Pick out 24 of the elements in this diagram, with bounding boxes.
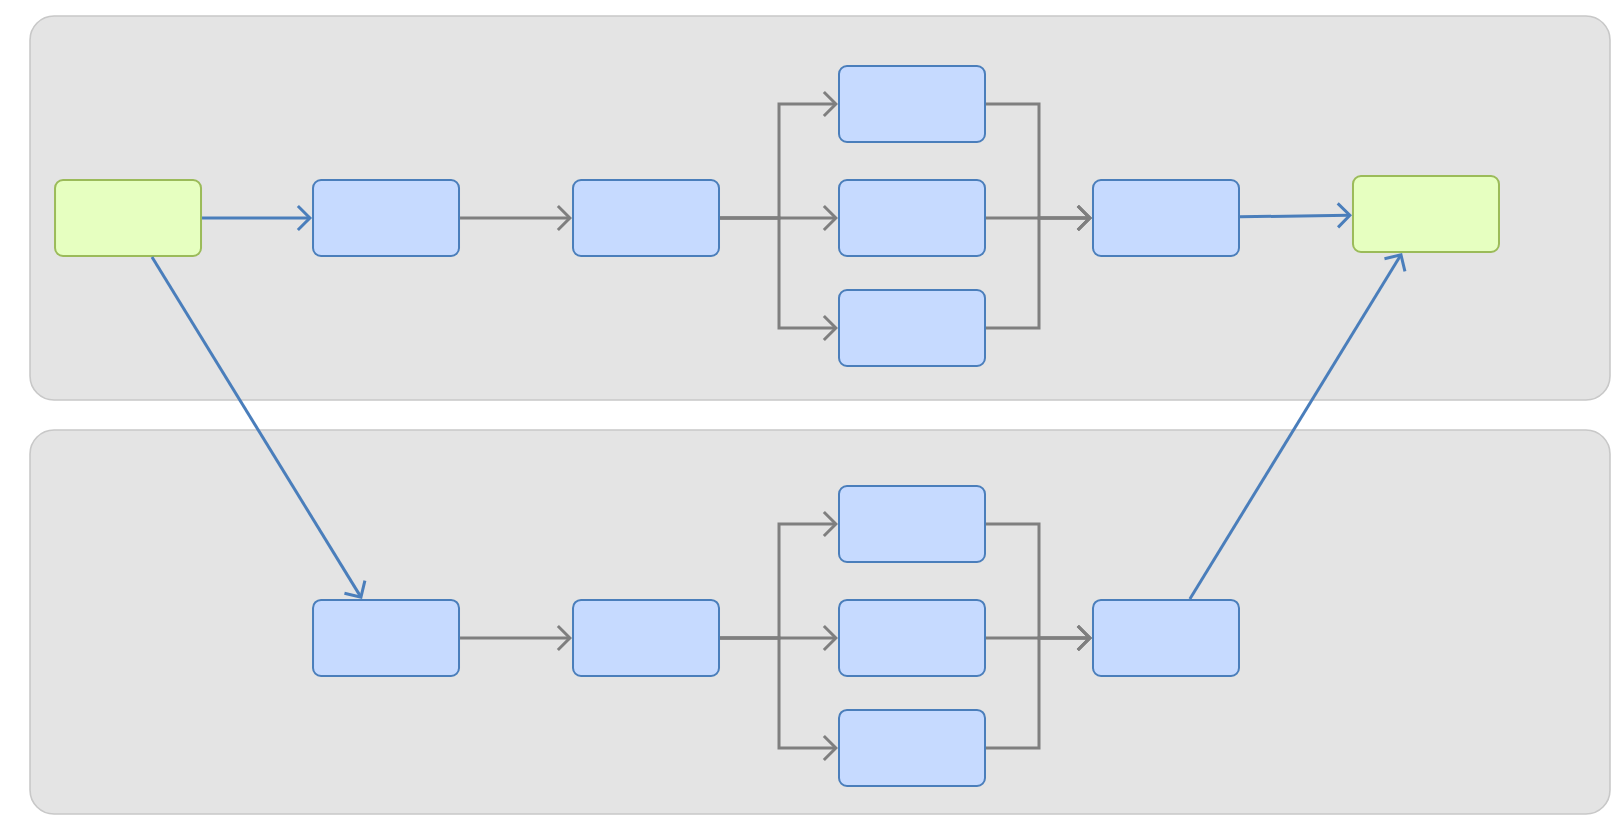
process-box xyxy=(838,599,986,677)
arrow xyxy=(460,204,572,232)
arrow xyxy=(1239,202,1352,229)
arrow xyxy=(986,624,1092,750)
arrow xyxy=(986,204,1092,330)
process-box xyxy=(838,709,986,787)
arrow xyxy=(460,624,572,652)
process-box xyxy=(838,65,986,143)
process-box xyxy=(838,289,986,367)
arrow xyxy=(150,256,367,599)
process-box xyxy=(312,179,460,257)
process-box xyxy=(1092,179,1240,257)
arrow xyxy=(202,204,313,232)
process-box xyxy=(54,179,202,257)
arrow xyxy=(1188,253,1407,600)
process-box xyxy=(1092,599,1240,677)
process-box xyxy=(1352,175,1500,253)
arrow xyxy=(720,636,838,762)
process-box xyxy=(572,179,720,257)
process-box xyxy=(572,599,720,677)
process-box xyxy=(838,485,986,563)
process-box xyxy=(838,179,986,257)
arrow xyxy=(720,216,838,342)
process-box xyxy=(312,599,460,677)
